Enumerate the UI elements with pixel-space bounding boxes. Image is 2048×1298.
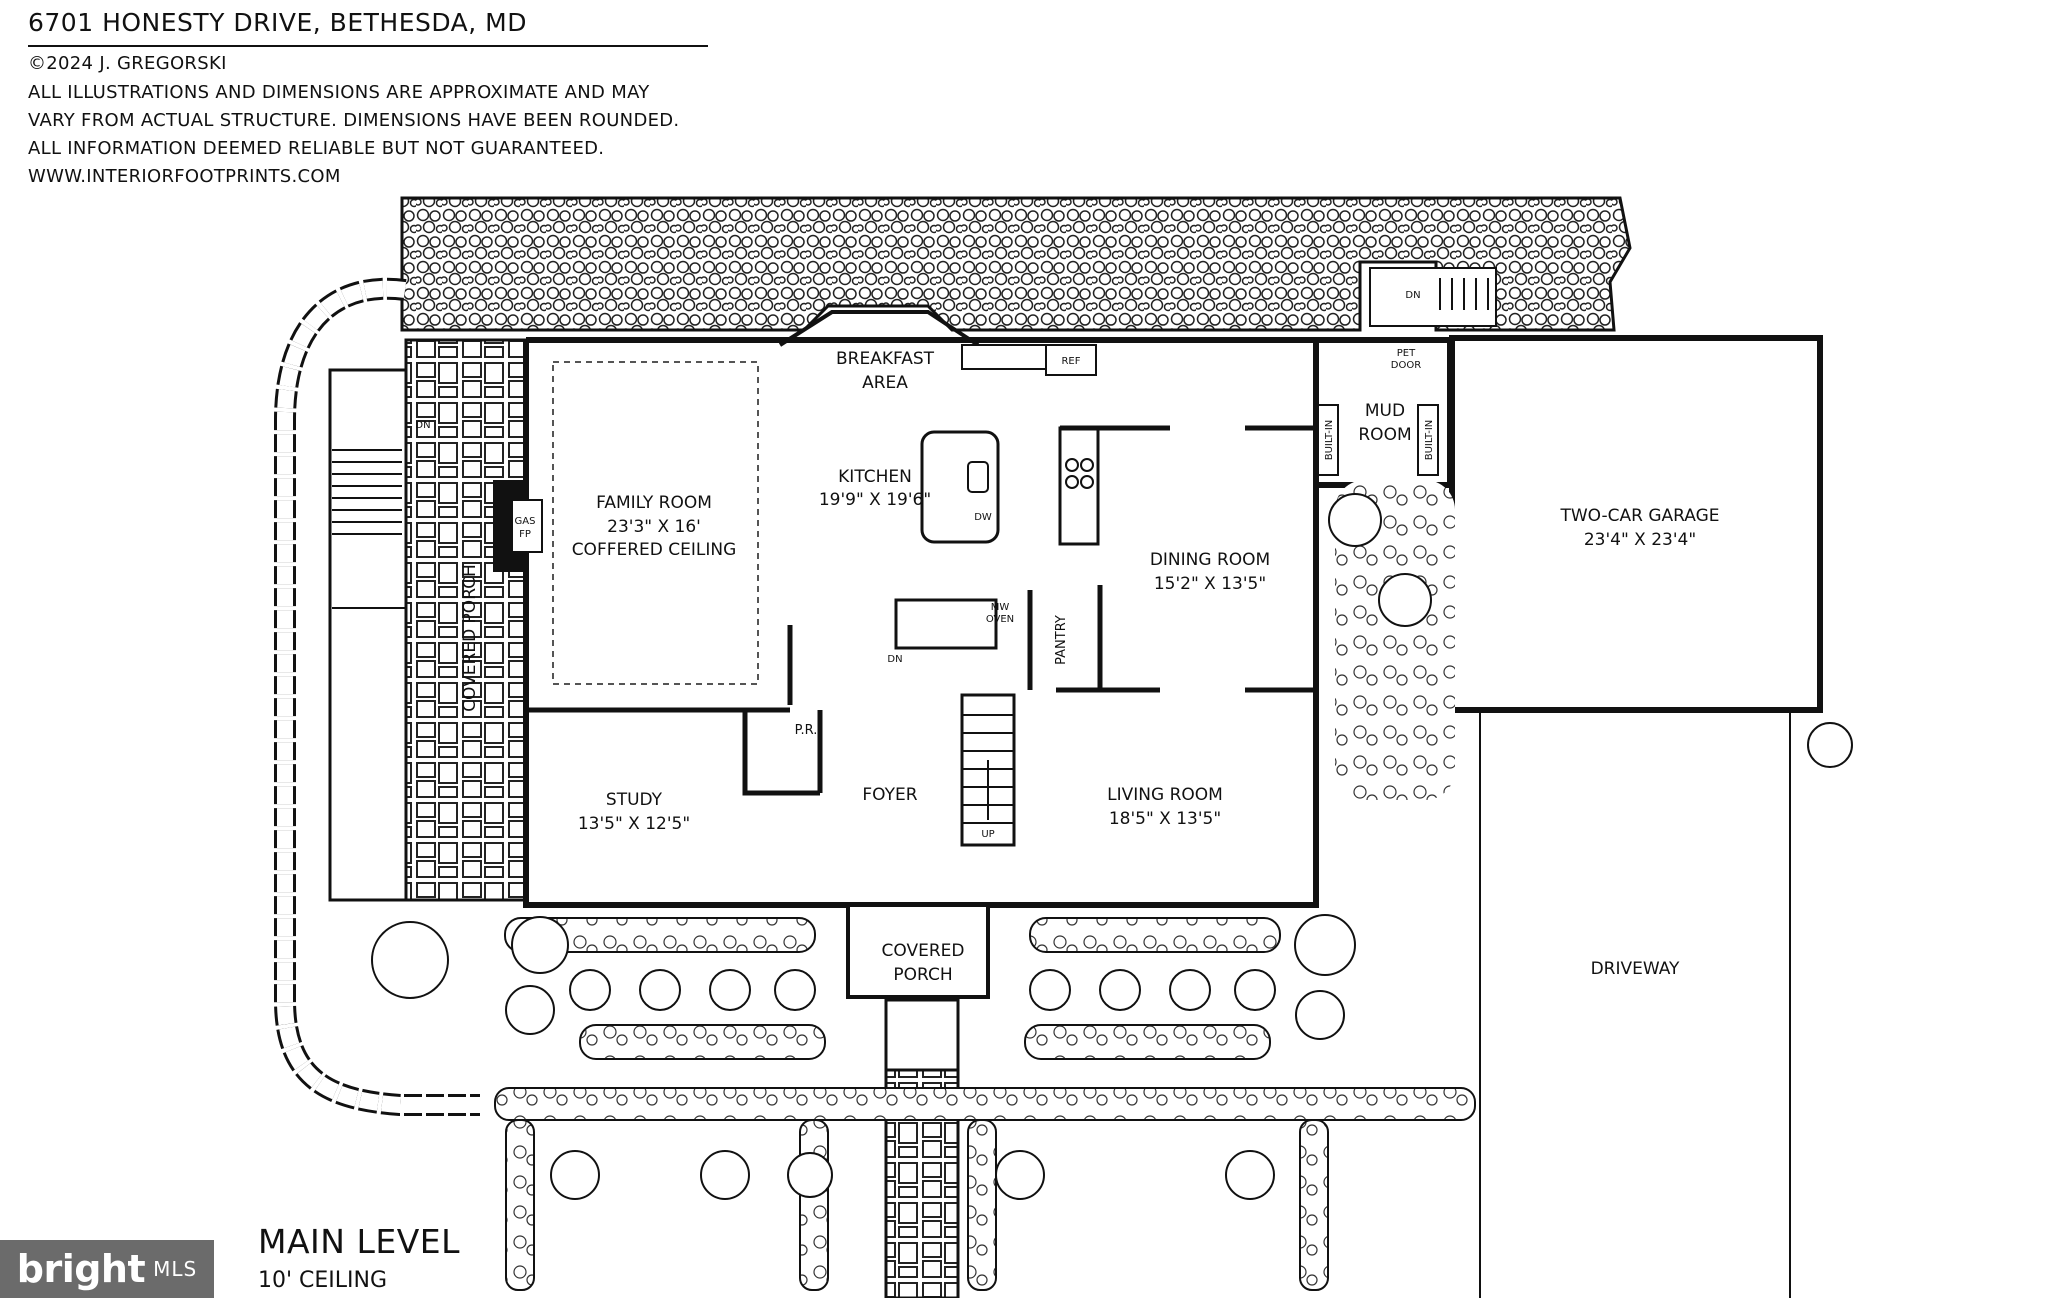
kitchen-label: KITCHEN [838, 467, 912, 487]
breakfast-bay [778, 310, 980, 347]
refrigerator [1045, 344, 1097, 376]
fp-label-1: GAS [515, 516, 536, 527]
pet-door-label-2: DOOR [1391, 360, 1421, 371]
disclaimer-line-2: VARY FROM ACTUAL STRUCTURE. DIMENSIONS H… [28, 110, 680, 131]
driveway-edges [1479, 710, 1791, 1298]
garage-dim: 23'4" X 23'4" [1584, 530, 1696, 550]
watermark-brand: bright [16, 1247, 146, 1291]
living-label: LIVING ROOM [1107, 785, 1223, 805]
patio-stairs [1439, 278, 1489, 310]
watermark-suffix: MLS [153, 1257, 198, 1281]
garden-wall-inner [277, 280, 480, 1113]
ref-label: REF [1061, 356, 1080, 367]
fixture-labels: REF PET DOOR DN DN DN UP GAS FP DW MW OV… [415, 290, 1435, 840]
bright-mls-watermark: bright MLS [0, 1240, 214, 1298]
room-labels: BREAKFAST AREA KITCHEN 19'9" X 19'6" FAM… [460, 349, 1720, 985]
foyer-label: FOYER [862, 785, 917, 805]
covered-side-porch [404, 338, 528, 902]
front-porch-label-2: PORCH [893, 965, 952, 985]
garage-label: TWO-CAR GARAGE [1559, 506, 1719, 526]
level-ceiling: 10' CEILING [258, 1268, 388, 1293]
stone-patio [400, 196, 1632, 332]
dining-label: DINING ROOM [1150, 550, 1270, 570]
mw-oven-label-1: MW [991, 602, 1010, 613]
front-steps [884, 998, 960, 1072]
coffered-ceiling-outline [552, 361, 759, 685]
family-dim: 23'3" X 16' [607, 517, 701, 537]
pet-door-label-1: PET [1397, 348, 1416, 359]
cooktop-burners [1065, 458, 1094, 489]
patio-stair-box [1369, 267, 1497, 327]
pantry-label: PANTRY [1054, 615, 1069, 665]
side-deck [328, 368, 408, 902]
kitchen-island [920, 430, 1000, 544]
powder-room-label: P.R. [795, 723, 818, 738]
side-porch-label: COVERED PORCH [460, 564, 480, 712]
breakfast-label-2: AREA [862, 373, 908, 393]
front-plantings [494, 480, 1476, 1291]
stair-up-label: UP [981, 829, 994, 840]
property-address: 6701 HONESTY DRIVE, BETHESDA, MD [28, 8, 527, 37]
study-label: STUDY [606, 790, 663, 810]
driveway-label: DRIVEWAY [1591, 959, 1680, 979]
kitchen-dim: 19'9" X 19'6" [819, 490, 931, 510]
builtin-right [1417, 404, 1439, 476]
dining-dim: 15'2" X 13'5" [1154, 574, 1266, 594]
disclaimer-line-1: ALL ILLUSTRATIONS AND DIMENSIONS ARE APP… [28, 82, 650, 103]
upper-stair-landing [894, 598, 998, 650]
mud-label-1: MUD [1365, 401, 1405, 421]
stair-dn-label: DN [887, 654, 902, 665]
side-dn-label: DN [415, 420, 430, 431]
family-label: FAMILY ROOM [596, 493, 712, 513]
fireplace-box [511, 499, 543, 553]
builtin-left [1317, 404, 1339, 476]
copyright-line: ©2024 J. GREGORSKI [28, 53, 227, 74]
fp-label-2: FP [519, 529, 531, 540]
mw-oven-label-2: OVEN [986, 614, 1014, 625]
family-ceiling: COFFERED CEILING [572, 540, 737, 560]
breakfast-label-1: BREAKFAST [836, 349, 935, 369]
level-title: MAIN LEVEL [258, 1222, 461, 1261]
disclaimer-line-3: ALL INFORMATION DEEMED RELIABLE BUT NOT … [28, 138, 605, 159]
side-stairs [332, 449, 406, 609]
interior-walls [526, 485, 1319, 905]
shrubs [371, 493, 1853, 1200]
patio-dn-label: DN [1405, 290, 1420, 301]
dw-label: DW [974, 512, 992, 523]
front-porch [846, 903, 990, 999]
upper-cabinets [961, 344, 1047, 370]
address-underline [28, 45, 708, 47]
mud-label-2: ROOM [1358, 425, 1411, 445]
builtin-left-label: BUILT-IN [1324, 420, 1335, 461]
website-line: WWW.INTERIORFOOTPRINTS.COM [28, 166, 341, 187]
living-dim: 18'5" X 13'5" [1109, 809, 1221, 829]
study-dim: 13'5" X 12'5" [578, 814, 690, 834]
island-sink [967, 461, 989, 493]
builtin-right-label: BUILT-IN [1424, 420, 1435, 461]
front-porch-label-1: COVERED [882, 941, 965, 961]
